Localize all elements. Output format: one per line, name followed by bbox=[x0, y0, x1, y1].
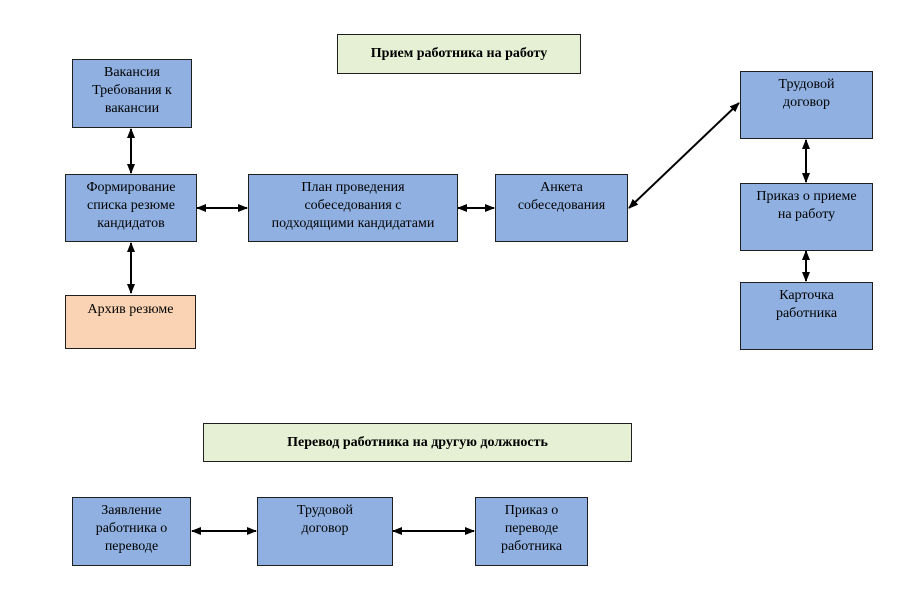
interview-plan-box: План проведения собеседования с подходящ… bbox=[248, 174, 458, 242]
employment-contract-label: Трудовой договор bbox=[778, 77, 835, 110]
vacancy-box: Вакансия Требования к вакансии bbox=[72, 59, 192, 128]
employee-card-label: Карточка работника bbox=[775, 288, 838, 321]
transfer-order-label: Приказ о переводе работника bbox=[500, 503, 563, 554]
arrow-questionnaire-contract bbox=[628, 102, 740, 209]
interview-plan-label: План проведения собеседования с подходящ… bbox=[271, 180, 435, 231]
transfer-contract-label: Трудовой договор bbox=[296, 503, 354, 536]
interview-questionnaire-label: Анкета собеседования bbox=[517, 180, 606, 213]
title-hire-text: Прием работника на работу bbox=[370, 46, 548, 61]
resume-list-box: Формирование списка резюме кандидатов bbox=[65, 174, 197, 242]
title-transfer-text: Перевод работника на другую должность bbox=[287, 434, 548, 450]
transfer-order-box: Приказ о переводе работника bbox=[475, 497, 588, 566]
employment-contract-box: Трудовой договор bbox=[740, 71, 873, 139]
resume-archive-box: Архив резюме bbox=[65, 295, 196, 349]
hire-order-label: Приказ о приеме на работу bbox=[756, 189, 857, 222]
vacancy-label: Вакансия Требования к вакансии bbox=[92, 65, 172, 116]
employee-card-box: Карточка работника bbox=[740, 282, 873, 350]
title-transfer: Перевод работника на другую должность bbox=[203, 423, 632, 462]
hire-order-box: Приказ о приеме на работу bbox=[740, 183, 873, 251]
interview-questionnaire-box: Анкета собеседования bbox=[495, 174, 628, 242]
resume-list-label: Формирование списка резюме кандидатов bbox=[86, 180, 176, 231]
transfer-application-label: Заявление работника о переводе bbox=[95, 503, 168, 554]
resume-archive-label: Архив резюме bbox=[87, 302, 174, 317]
transfer-contract-box: Трудовой договор bbox=[257, 497, 393, 566]
transfer-application-box: Заявление работника о переводе bbox=[72, 497, 191, 566]
title-hire: Прием работника на работу bbox=[337, 34, 581, 74]
